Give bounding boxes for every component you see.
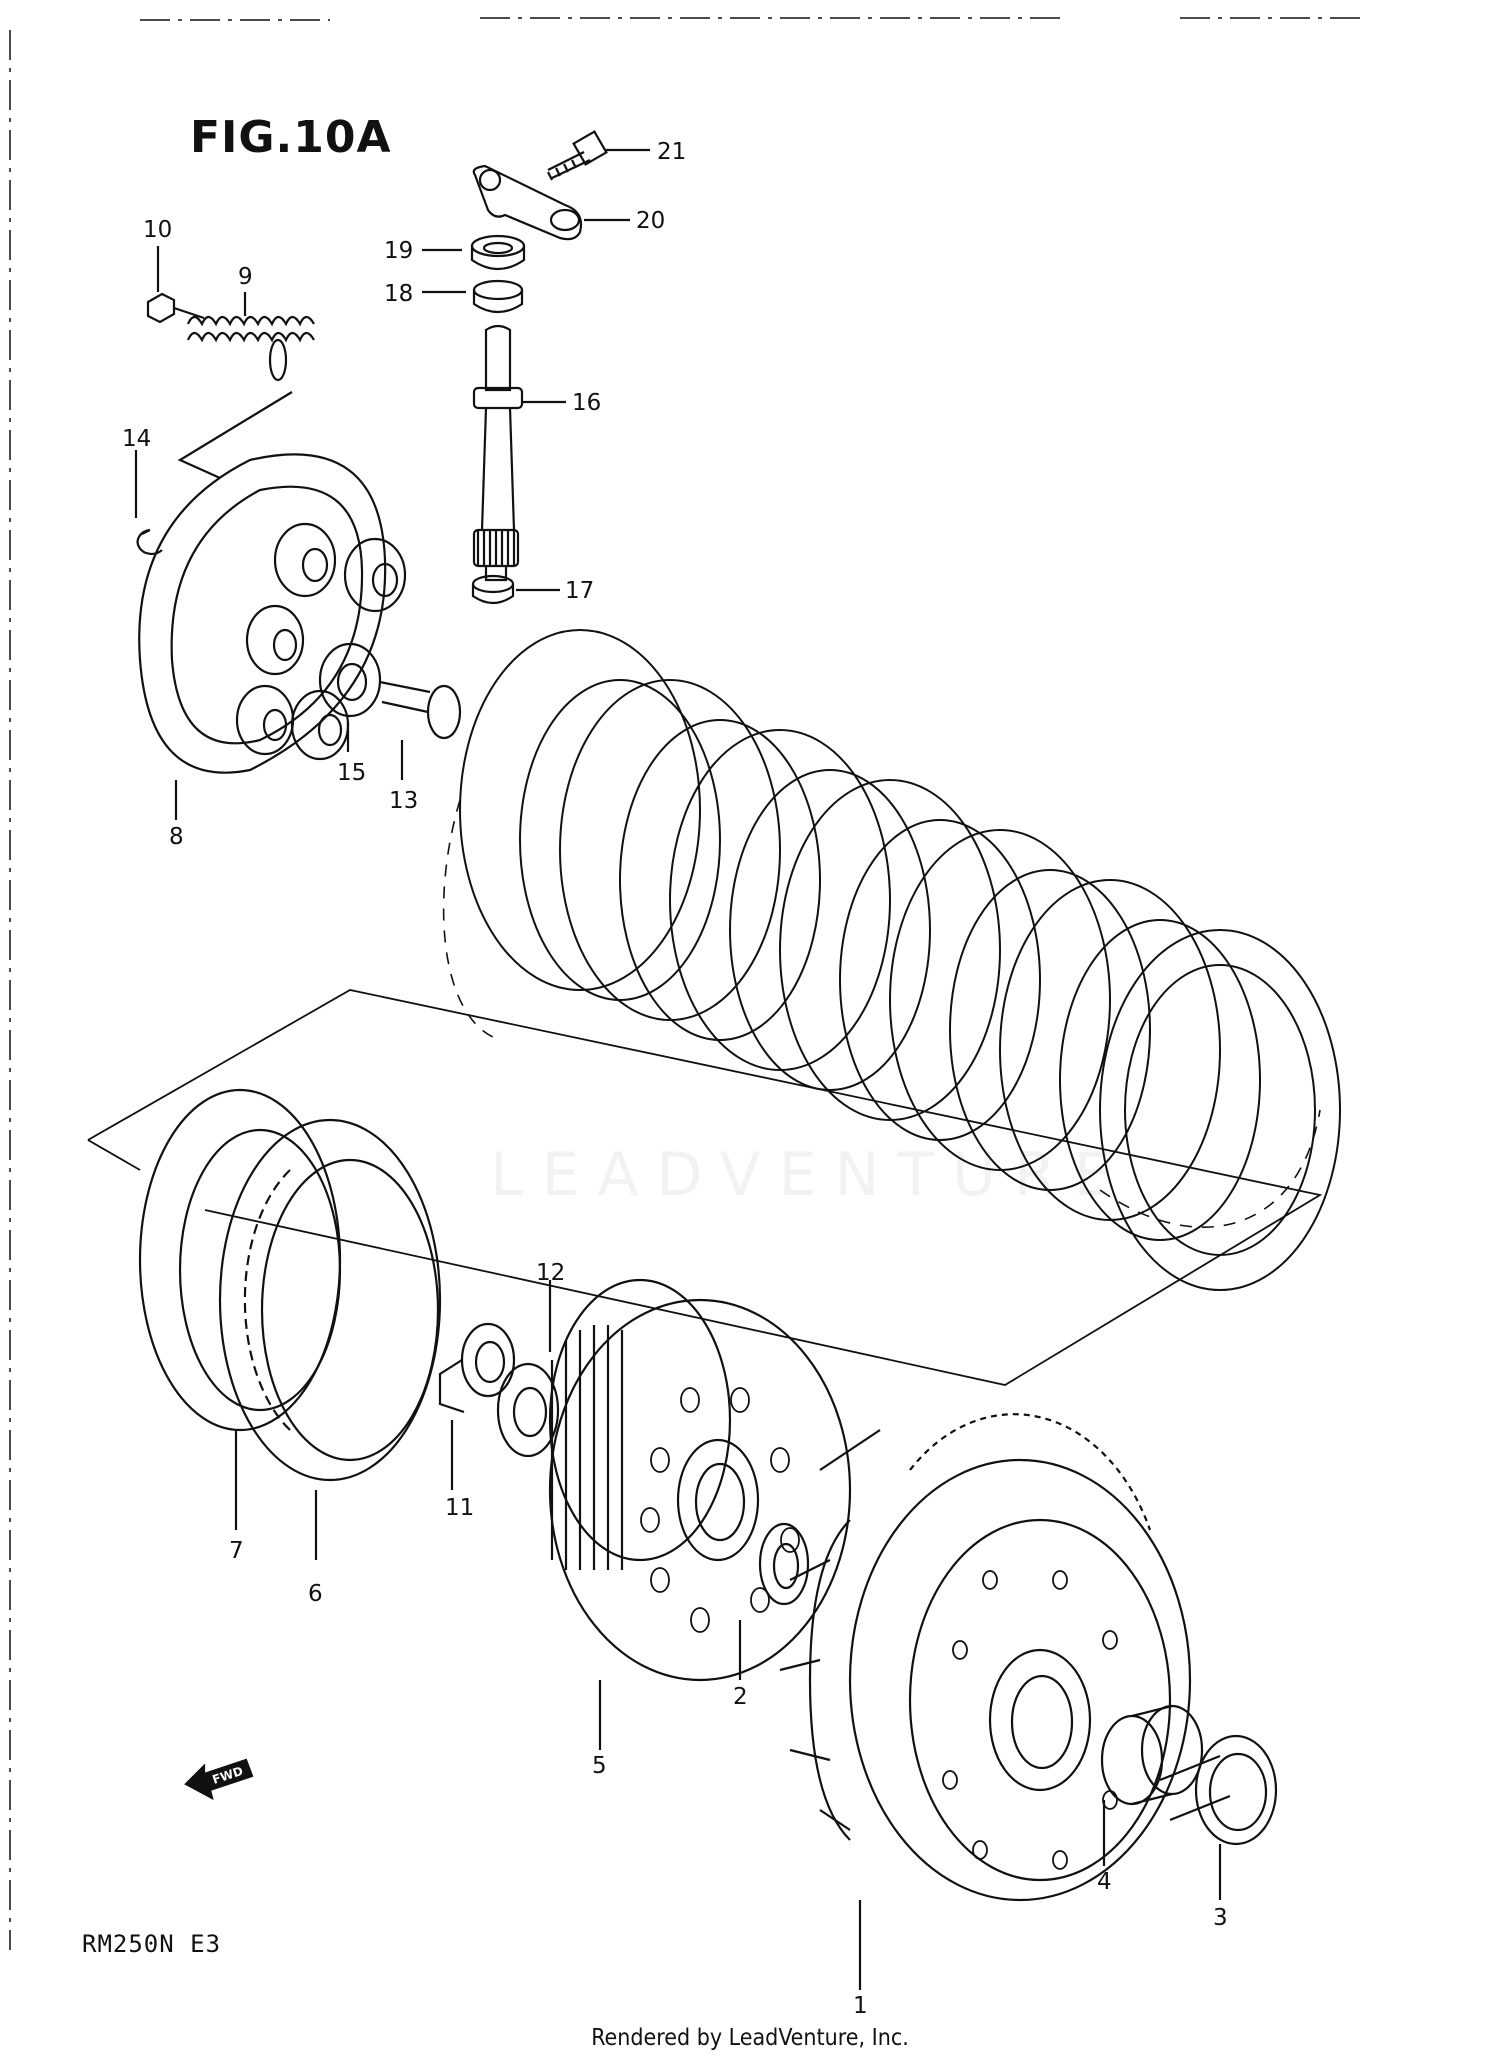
push-piece-13 (379, 680, 462, 780)
footer-credit: Rendered by LeadVenture, Inc. (591, 2025, 909, 2051)
circlip-14 (134, 450, 163, 556)
bolt-10 (146, 246, 205, 324)
callout-3: 3 (1213, 1905, 1228, 1931)
callout-11: 11 (445, 1495, 475, 1521)
callout-2: 2 (733, 1684, 748, 1710)
oil-seal-19 (422, 234, 526, 271)
bolt-21 (547, 130, 650, 181)
figure-title: FIG.10A (190, 112, 392, 163)
spacer-3 (1159, 1734, 1278, 1900)
callout-21: 21 (657, 139, 687, 165)
leader-bracket-9 (177, 391, 293, 480)
needle-bearing-4 (1100, 1704, 1204, 1866)
callout-16: 16 (572, 390, 602, 416)
lock-washer-12 (496, 1280, 560, 1458)
bearing-17 (471, 574, 560, 605)
callout-7: 7 (229, 1538, 244, 1564)
callout-19: 19 (384, 238, 414, 264)
release-lever-20 (472, 164, 630, 241)
model-code: RM250N E3 (82, 1930, 222, 1958)
callout-13: 13 (389, 788, 419, 814)
callout-8: 8 (169, 824, 184, 850)
callout-9: 9 (238, 264, 253, 290)
clutch-plate-7 (138, 1088, 342, 1530)
bearing-15 (318, 642, 382, 752)
callout-5: 5 (592, 1753, 607, 1779)
clutch-plate-stack (442, 629, 1341, 1291)
bearing-18 (422, 279, 524, 314)
spacer-11 (438, 1322, 516, 1490)
forward-arrow-icon: FWD (184, 1758, 254, 1801)
assembly-frame (87, 989, 1323, 1386)
callout-15: 15 (337, 760, 367, 786)
callout-12: 12 (536, 1260, 566, 1286)
callout-6: 6 (308, 1581, 323, 1607)
callout-1: 1 (853, 1993, 868, 2019)
thrust-washer-2 (738, 1522, 810, 1680)
callout-18: 18 (384, 281, 414, 307)
friction-plate-6 (218, 1118, 442, 1560)
primary-driven-gear-housing-1 (779, 1413, 1192, 1990)
clutch-spring-9 (186, 292, 315, 382)
callout-20: 20 (636, 208, 666, 234)
callout-14: 14 (122, 426, 152, 452)
scan-marks (9, 17, 1360, 1950)
callout-4: 4 (1097, 1869, 1112, 1895)
callout-10: 10 (143, 217, 173, 243)
callout-17: 17 (565, 578, 595, 604)
clutch-sleeve-hub-5 (548, 1278, 852, 1750)
release-shaft-16 (472, 324, 566, 582)
